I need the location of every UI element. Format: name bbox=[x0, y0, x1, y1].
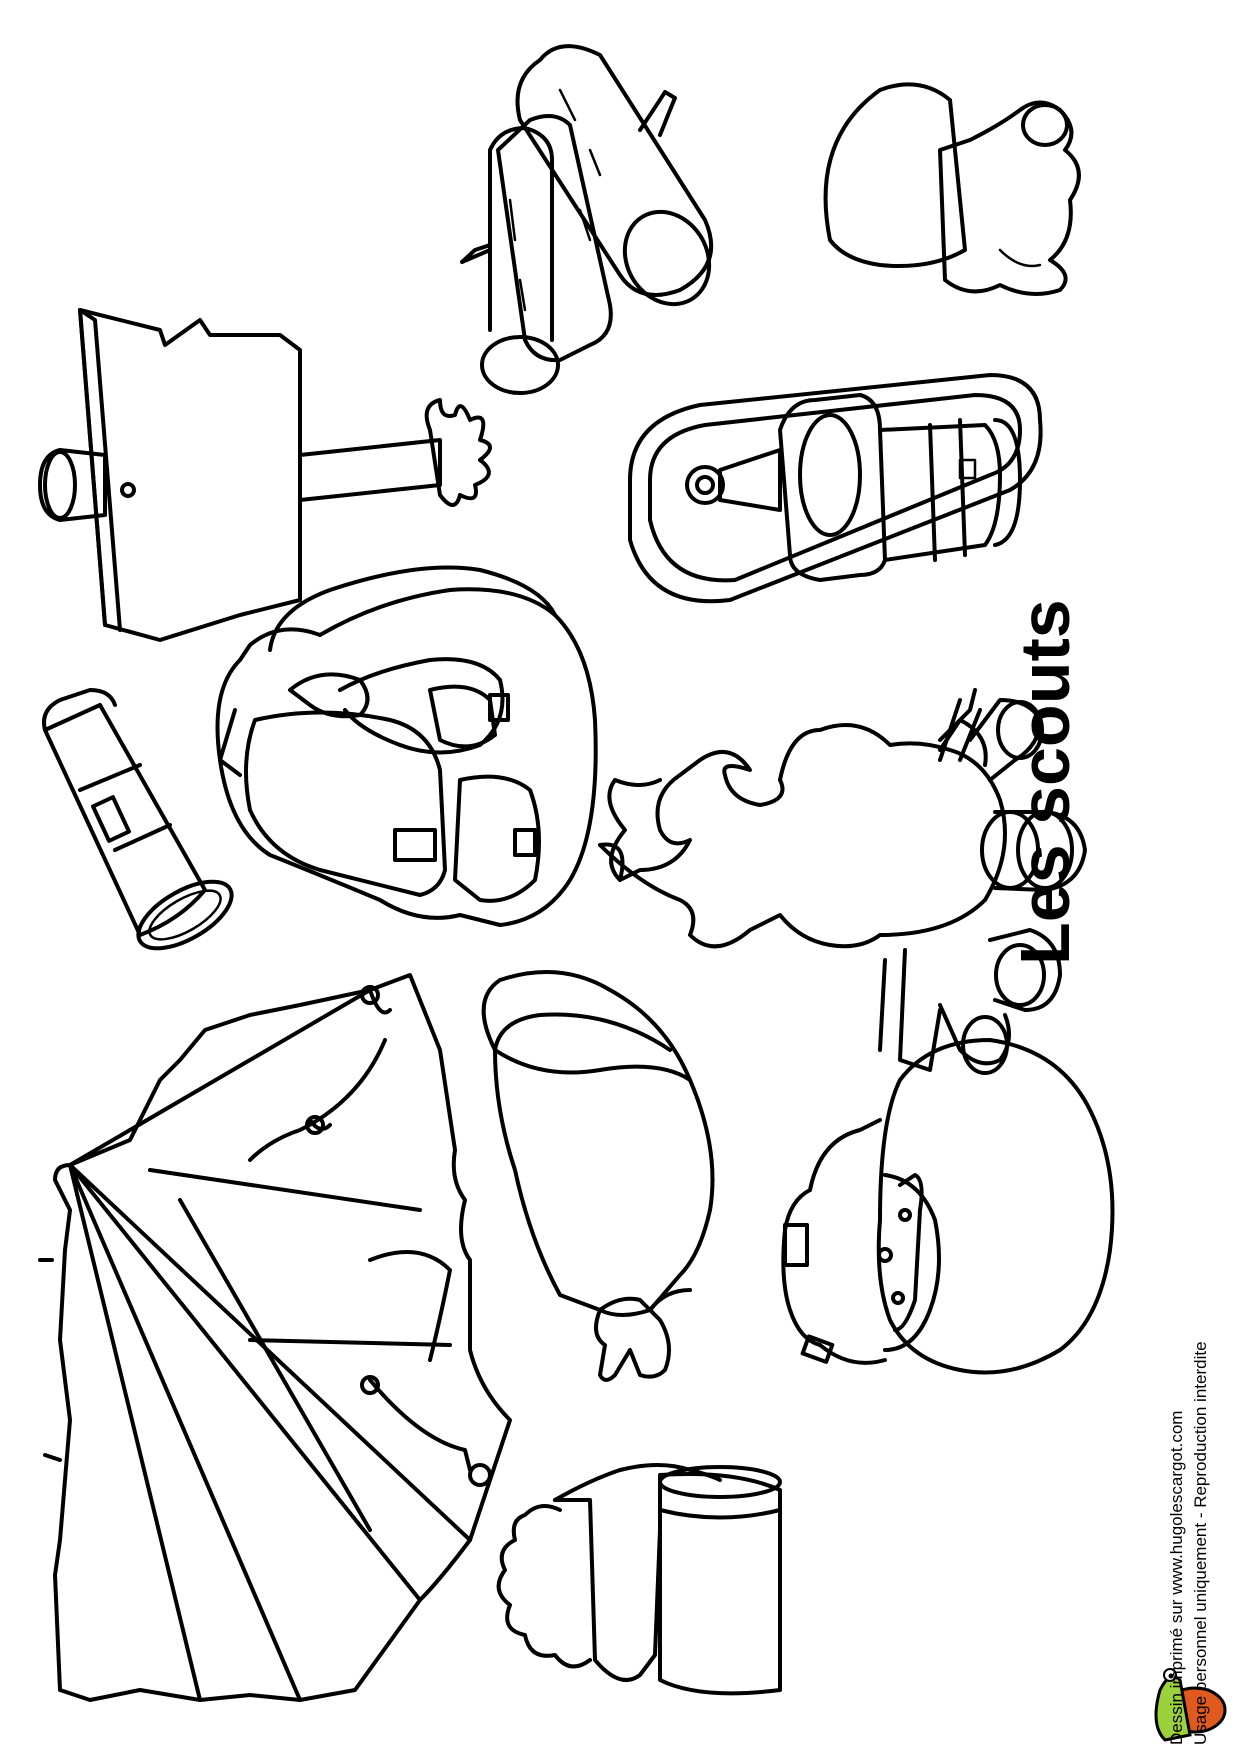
page-title: Les scouts bbox=[1006, 599, 1084, 965]
tent-icon bbox=[38, 973, 512, 1702]
tin-can-icon bbox=[496, 1463, 782, 1696]
credits-line-1: Dessin imprimé sur www.hugolescargot.com bbox=[1167, 1410, 1186, 1745]
mushroom-icon bbox=[823, 82, 1081, 296]
credits-line-2: Usage personnel uniquement - Reproductio… bbox=[1191, 1341, 1210, 1745]
sleeping-bag-icon bbox=[481, 970, 715, 1382]
signpost-icon bbox=[38, 308, 492, 642]
snail-logo-icon bbox=[1154, 1668, 1227, 1742]
cooking-pot-icon bbox=[781, 1038, 1115, 1375]
backpack-icon bbox=[215, 565, 598, 927]
credits: Dessin imprimé sur www.hugolescargot.com… bbox=[1165, 1095, 1221, 1745]
flashlight-icon bbox=[42, 688, 234, 951]
lantern-icon bbox=[628, 373, 1043, 604]
logs-icon bbox=[460, 44, 714, 395]
